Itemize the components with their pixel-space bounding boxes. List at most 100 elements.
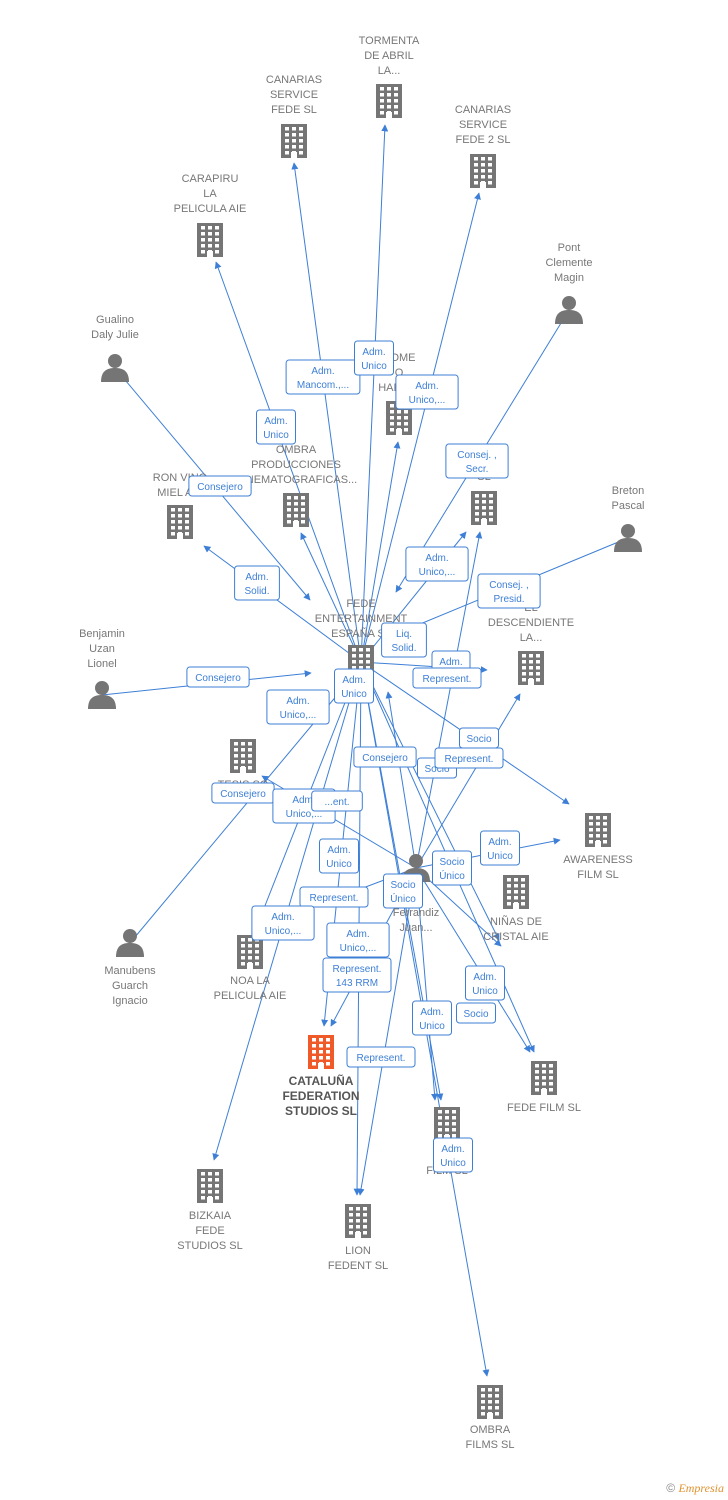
edge-label[interactable]: Adm.Unico <box>319 838 359 874</box>
edge-label[interactable]: Socio <box>456 1002 496 1024</box>
edge-label[interactable]: Adm.Unico,... <box>395 374 459 410</box>
node-ombraprod[interactable]: OMBRAPRODUCCIONESCINEMATOGRAFICAS... <box>235 444 357 527</box>
node-label: Guarch <box>112 980 148 992</box>
edge-label[interactable]: Adm.Unico <box>412 1000 452 1036</box>
node-label: FEDE 2 SL <box>455 134 510 146</box>
edge-label-text: Represent. <box>357 1053 406 1064</box>
edge-label[interactable]: Liq.Solid. <box>381 622 427 658</box>
node-descendiente[interactable]: ELDESCENDIENTELA... <box>488 602 574 685</box>
edge-label-text: Único <box>390 892 416 905</box>
edge-label-text: Unico <box>440 1158 466 1169</box>
edge-label-text: Unico <box>326 859 352 870</box>
edge-label[interactable]: ...ent. <box>311 790 363 812</box>
node-label: CANARIAS <box>266 74 322 86</box>
edge-label-text: Represent. <box>445 754 494 765</box>
edge-label[interactable]: Adm.Mancom.,... <box>285 359 361 395</box>
node-label: ESPAÑA SL <box>331 627 391 640</box>
building-icon <box>308 1035 334 1069</box>
edge-label[interactable]: Represent. <box>412 667 482 689</box>
edge-label[interactable]: Consejero <box>186 666 250 688</box>
edge-label[interactable]: Adm.Unico,... <box>326 922 390 958</box>
node-label: FEDE <box>195 1225 224 1237</box>
edge-label[interactable]: Adm.Unico,... <box>266 689 330 725</box>
edge-label-text: 143 RRM <box>336 978 378 989</box>
edge-label[interactable]: Adm.Unico,... <box>251 905 315 941</box>
edge-label[interactable]: Consej. ,Presid. <box>477 573 541 609</box>
edge-label[interactable]: Represent. <box>434 747 504 769</box>
node-label: PELICULA AIE <box>174 203 247 215</box>
edge-label[interactable]: Adm.Unico <box>256 409 296 445</box>
edge-label-text: Unico <box>361 361 387 372</box>
edge-label[interactable]: Adm.Unico <box>480 830 520 866</box>
building-icon <box>518 651 544 685</box>
edge-label-text: Mancom.,... <box>297 380 349 391</box>
edge-label[interactable]: Adm.Unico <box>334 668 374 704</box>
node-label: Breton <box>612 485 644 497</box>
edge-label-text: Adm. <box>420 1007 443 1018</box>
edge-label[interactable]: Socio <box>459 727 499 749</box>
edge-label-text: Socio <box>439 857 464 868</box>
edge-label[interactable]: Consejero <box>211 782 275 804</box>
brand-logo[interactable]: Empresia <box>678 1481 724 1495</box>
edge-label-text: Represent. <box>423 674 472 685</box>
edge-label[interactable]: Adm.Unico,... <box>405 546 469 582</box>
node-label: SERVICE <box>459 119 507 131</box>
node-fedefilm[interactable]: FEDE FILM SL <box>507 1061 581 1114</box>
edge-ferrandiz-to-descendiente <box>415 693 521 869</box>
edge-label-text: Consejero <box>362 753 408 764</box>
edge-label[interactable]: Adm. <box>431 650 471 672</box>
person-icon <box>116 929 144 957</box>
edge-label-text: Secr. <box>466 464 489 475</box>
edge-label-text: Consejero <box>197 482 243 493</box>
edge-label[interactable]: Represent.143 RRM <box>322 957 392 993</box>
node-label: Manubens <box>104 965 156 977</box>
edge-label-text: Unico,... <box>340 943 377 954</box>
edge-label[interactable]: Consejero <box>353 746 417 768</box>
building-icon <box>585 813 611 847</box>
edge-label-text: Unico <box>341 689 367 700</box>
edge-label-text: Adm. <box>425 553 448 564</box>
edge-label-text: Consejero <box>195 673 241 684</box>
edge-label[interactable]: Adm. Unico <box>354 340 394 376</box>
node-label: BIZKAIA <box>189 1210 232 1222</box>
edge-label[interactable]: Represent. <box>299 886 369 908</box>
node-bizkaia[interactable]: BIZKAIA FEDE STUDIOS SL <box>177 1169 243 1252</box>
node-label: FEDE <box>346 598 375 610</box>
edge-label[interactable]: Adm.Unico <box>465 965 505 1001</box>
edge-fede-to-ronvino <box>203 545 362 663</box>
node-label: Lionel <box>87 658 116 670</box>
person-icon <box>555 296 583 324</box>
building-icon <box>237 935 263 969</box>
edge-label-text: Presid. <box>493 594 524 605</box>
edge-label-text: Unico,... <box>286 809 323 820</box>
edge-label[interactable]: Represent. <box>346 1046 416 1068</box>
edge-label[interactable]: Consej. ,Secr. <box>445 443 509 479</box>
building-icon <box>531 1061 557 1095</box>
node-label: O <box>395 367 404 379</box>
node-label: STUDIOS SL <box>177 1240 242 1252</box>
node-label: Daly Julie <box>91 329 139 341</box>
building-icon <box>434 1107 460 1141</box>
edge-label[interactable]: Adm.Unico <box>433 1137 473 1173</box>
edge-label[interactable]: Consejero <box>188 475 252 497</box>
edge-label-text: Adm. <box>362 347 385 358</box>
edge-label[interactable]: Adm.Solid. <box>234 565 280 601</box>
node-label: FILM SL <box>577 869 619 881</box>
